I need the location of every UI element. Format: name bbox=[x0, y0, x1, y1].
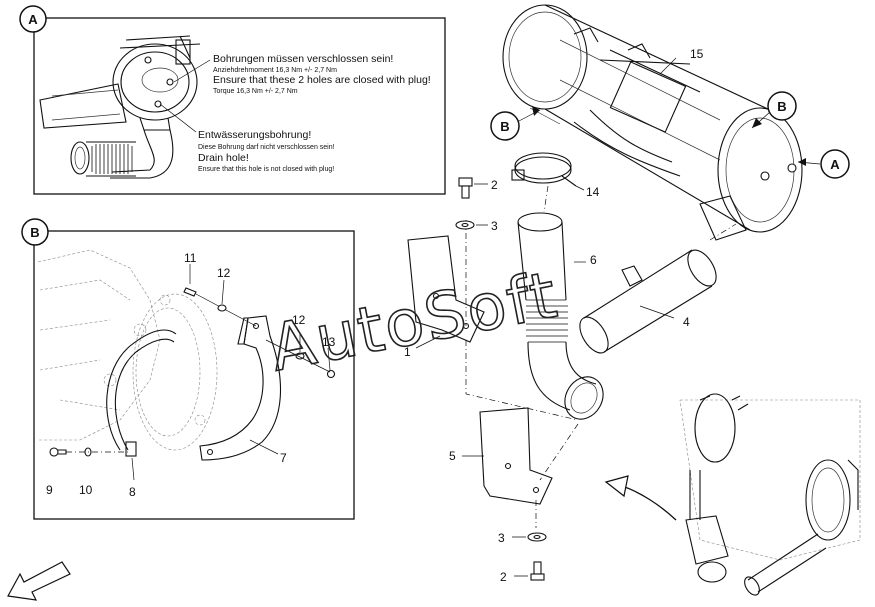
bellows-coils bbox=[526, 299, 568, 343]
label-part-2-top: 2 bbox=[491, 178, 498, 192]
watermark-text: AutoSoft bbox=[265, 258, 565, 386]
panel-b-clamp-band bbox=[106, 329, 177, 457]
svg-text:A: A bbox=[830, 157, 840, 172]
flex-elbow-pipe bbox=[517, 185, 604, 420]
panel-b-bracket bbox=[199, 315, 282, 461]
callout-a-badge: A bbox=[19, 5, 47, 33]
hardware-bottom bbox=[512, 532, 547, 581]
label-part-3-top: 3 bbox=[491, 219, 498, 233]
callout-b-badge: B bbox=[21, 218, 49, 246]
note-torque-de: Anziehdrehmoment 16,3 Nm +/- 2,7 Nm bbox=[213, 67, 337, 74]
label-part-4: 4 bbox=[683, 315, 690, 329]
label-part-11: 11 bbox=[184, 251, 197, 265]
upper-bracket bbox=[407, 220, 579, 421]
label-part-10: 10 bbox=[79, 483, 93, 497]
note-torque-en: Torque 16,3 Nm +/- 2,7 Nm bbox=[213, 88, 298, 95]
muffler-filter-assembly bbox=[502, 4, 803, 241]
svg-text:B: B bbox=[30, 225, 39, 240]
installed-view-inset bbox=[679, 393, 861, 596]
tail-pipe bbox=[579, 223, 737, 354]
label-part-14: 14 bbox=[586, 185, 600, 199]
direction-arrow bbox=[604, 475, 677, 521]
note-drain-hole-de-detail: Diese Bohrung darf nicht verschlossen se… bbox=[198, 144, 335, 151]
panel-a-drawing bbox=[39, 35, 211, 179]
note-holes-closed-en: Ensure that these 2 holes are closed wit… bbox=[213, 74, 431, 86]
svg-text:B: B bbox=[500, 119, 509, 134]
label-part-13: 13 bbox=[322, 335, 336, 349]
panel-b-fasteners bbox=[49, 287, 336, 457]
label-part-8: 8 bbox=[129, 485, 136, 499]
flex-hose-coils bbox=[91, 144, 133, 174]
detail-panel-a: Bohrungen müssen verschlossen sein! Anzi… bbox=[19, 5, 446, 195]
hardware-top bbox=[455, 177, 488, 230]
svg-text:B: B bbox=[777, 99, 786, 114]
part-number-labels: 15 14 2 3 6 4 1 5 3 2 11 12 12 13 7 8 9 … bbox=[46, 47, 704, 584]
note-holes-closed-de: Bohrungen müssen verschlossen sein! bbox=[213, 53, 393, 65]
label-part-6: 6 bbox=[590, 253, 597, 267]
label-part-12-b: 12 bbox=[292, 313, 306, 327]
label-part-3-bottom: 3 bbox=[498, 531, 505, 545]
note-drain-hole-en: Drain hole! bbox=[198, 152, 249, 164]
lower-bracket bbox=[479, 407, 579, 528]
detail-panel-b: B bbox=[21, 218, 355, 520]
callout-b-right: B bbox=[751, 91, 797, 129]
label-part-9: 9 bbox=[46, 483, 53, 497]
hose-clamp bbox=[511, 152, 577, 187]
label-part-15: 15 bbox=[690, 47, 704, 61]
orientation-arrow bbox=[7, 561, 71, 601]
note-drain-hole-de: Entwässerungsbohrung! bbox=[198, 129, 311, 141]
label-part-1: 1 bbox=[404, 345, 411, 359]
leader-lines bbox=[131, 57, 677, 481]
note-drain-hole-en-detail: Ensure that this hole is not closed with… bbox=[198, 166, 334, 173]
panel-a-notes: Bohrungen müssen verschlossen sein! Anzi… bbox=[198, 53, 431, 173]
callout-b-top: B bbox=[490, 106, 541, 141]
label-part-7: 7 bbox=[280, 451, 287, 465]
label-part-12-a: 12 bbox=[217, 266, 231, 280]
svg-text:A: A bbox=[28, 12, 38, 27]
label-part-5: 5 bbox=[449, 449, 456, 463]
label-part-2-bottom: 2 bbox=[500, 570, 507, 584]
callout-a-right: A bbox=[797, 149, 850, 179]
